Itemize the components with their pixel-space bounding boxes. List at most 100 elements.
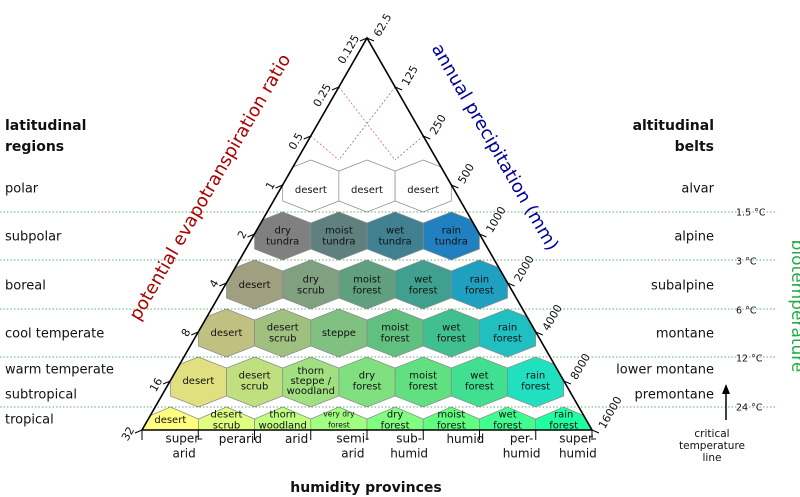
altitudinal-belt-label: premontane <box>635 388 714 403</box>
pet-tick-mark <box>247 233 255 238</box>
altitudinal-belt-label: alvar <box>681 182 714 197</box>
latitudinal-region-label: subtropical <box>5 388 77 403</box>
precip-tick-mark <box>507 282 515 287</box>
temperature-label: 1.5 °C <box>736 208 766 219</box>
humidity-province-label: super-humid <box>559 432 597 461</box>
humidity-province-label: arid <box>285 432 308 446</box>
latitudinal-region-label: boreal <box>5 279 46 294</box>
humidity-province-label: super-arid <box>165 432 202 461</box>
latitudinal-region-label: polar <box>5 182 39 197</box>
precip-tick-mark <box>366 37 375 42</box>
precip-tick-mark <box>394 86 403 91</box>
pet-tick-label: 2 <box>235 229 250 242</box>
temperature-label: 3 °C <box>736 257 757 268</box>
precip-tick-label: 2000 <box>512 253 537 284</box>
life-zone-label: desert <box>211 328 243 339</box>
precip-tick-label: 62.5 <box>371 11 395 39</box>
pet-guide-line <box>310 135 340 161</box>
precip-guide-line <box>338 86 396 161</box>
altitudinal-belt-label: alpine <box>674 230 714 245</box>
precip-tick-label: 250 <box>427 112 449 137</box>
pet-tick-mark <box>359 37 368 42</box>
precip-tick-label: 500 <box>455 161 477 186</box>
precip-tick-mark <box>423 135 431 140</box>
pet-tick-label: 4 <box>207 278 222 291</box>
latitudinal-region-label: warm temperate <box>5 363 114 378</box>
humidity-province-label: perarid <box>219 432 262 446</box>
humidity-province-label: per-humid <box>503 432 541 461</box>
latitudinal-region-label: subpolar <box>5 230 62 245</box>
humidity-provinces-title: humidity provinces <box>290 480 441 496</box>
latitudinal-region-label: tropical <box>5 413 54 428</box>
life-zone-label: desert <box>154 415 186 426</box>
pet-tick-label: 32 <box>119 425 137 444</box>
arrow-head-icon <box>722 384 730 394</box>
altitudinal-belt-label: lower montane <box>616 363 714 378</box>
pet-tick-mark <box>303 135 311 140</box>
pet-tick-mark <box>331 86 340 91</box>
pet-tick-label: 0.25 <box>311 82 335 110</box>
pet-tick-mark <box>134 429 143 434</box>
pet-tick-label: 0.125 <box>335 33 362 67</box>
latitudinal-region-label: cool temperate <box>5 327 104 342</box>
altitudinal-belt-label: subalpine <box>651 279 714 294</box>
precip-tick-label: 125 <box>399 63 421 88</box>
precip-tick-label: 16000 <box>596 394 625 431</box>
precip-tick-mark <box>479 233 487 238</box>
altitudinal-belt-label: montane <box>656 327 714 342</box>
life-zone-label: steppe <box>322 328 356 339</box>
pet-tick-label: 1 <box>263 180 278 193</box>
precip-tick-label: 4000 <box>540 302 565 333</box>
pet-tick-label: 16 <box>147 376 165 395</box>
temperature-label: 6 °C <box>736 306 757 317</box>
precip-guide-line <box>394 135 424 161</box>
pet-guide-line <box>338 86 396 161</box>
pet-tick-label: 8 <box>179 327 194 340</box>
triangle-axes <box>134 36 730 440</box>
precip-tick-label: 1000 <box>483 204 508 235</box>
life-zone-label: desert <box>351 185 383 196</box>
precip-tick-mark <box>563 380 572 385</box>
life-zone-label: desert <box>295 185 327 196</box>
biotemperature-axis-title: biotemperature <box>787 240 800 373</box>
humidity-province-label: humid <box>446 432 484 446</box>
precip-tick-label: 8000 <box>568 351 593 382</box>
pet-tick-mark <box>162 380 171 385</box>
pet-tick-mark <box>191 331 199 336</box>
pet-tick-mark <box>219 282 227 287</box>
humidity-province-label: sub-humid <box>390 432 428 461</box>
precip-tick-mark <box>451 184 459 189</box>
temperature-label: 12 °C <box>736 354 763 365</box>
humidity-province-label: semi-arid <box>336 432 369 461</box>
pet-tick-mark <box>275 184 283 189</box>
life-zone-hexagons <box>142 159 592 430</box>
